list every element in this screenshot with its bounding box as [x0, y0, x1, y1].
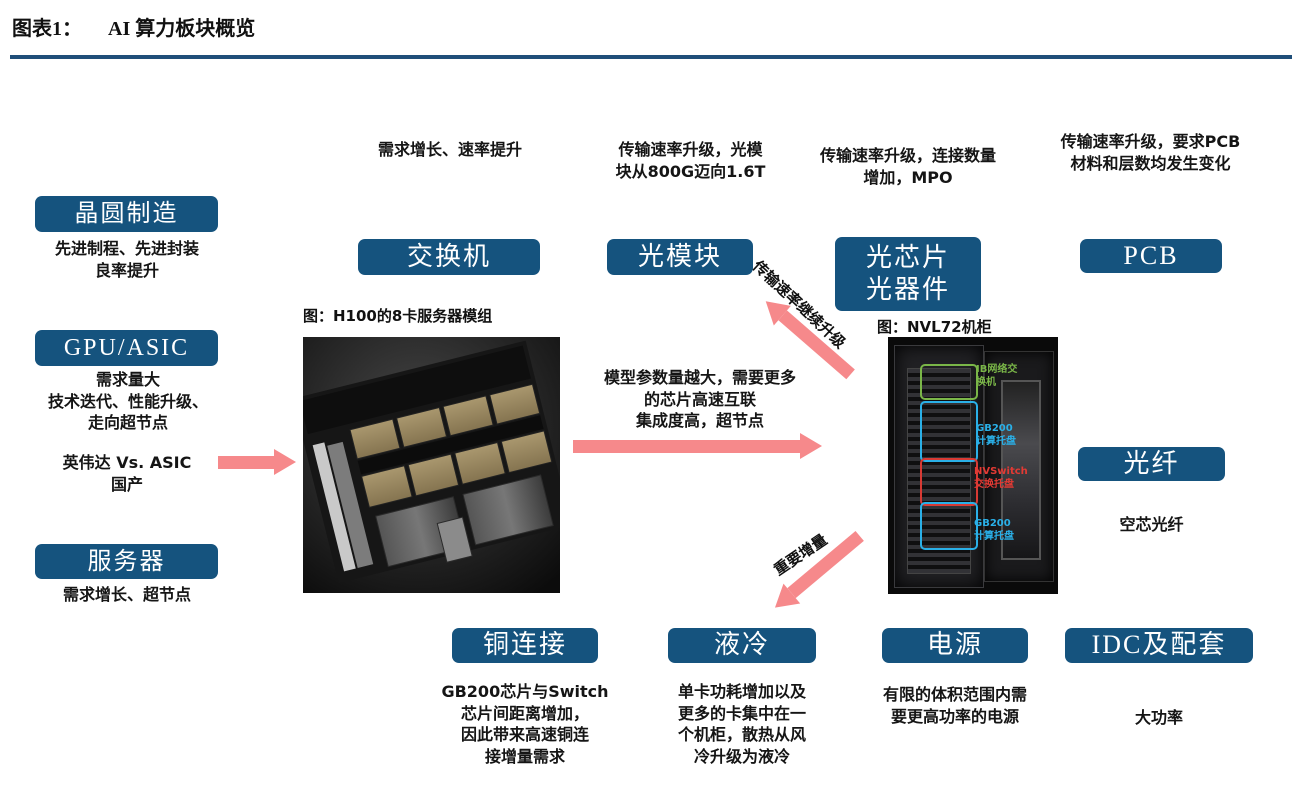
node-gpu-asic-box: GPU/ASIC: [35, 330, 218, 366]
node-switch-box: 交换机: [358, 239, 540, 275]
h100-board-illustration: [303, 337, 560, 593]
annotation-box-ib-switch: [920, 364, 978, 400]
figure-title: 图表1： AI 算力板块概览: [12, 12, 255, 41]
node-wafer-box: 晶圆制造: [35, 196, 218, 232]
annotation-box-nvswitch: [920, 458, 978, 506]
optical-chip-note: 传输速率升级，连接数量 增加，MPO: [819, 146, 996, 187]
node-server-box: 服务器: [35, 544, 218, 579]
annotation-box-gb200-bottom: [920, 502, 978, 550]
arrow-h100-to-nvl72: [573, 433, 822, 459]
h100-image-caption: 图：H100的8卡服务器模组: [303, 307, 493, 325]
nvl72-rack-image: IB网络交 换机 GB200 计算托盘 NVSwitch 交换托盘 GB200 …: [888, 337, 1058, 594]
nvl72-right-rack: [984, 351, 1054, 582]
node-fiber-box: 光纤: [1078, 447, 1225, 481]
fiber-desc: 空芯光纤: [1119, 515, 1184, 534]
power-desc: 有限的体积范围内需 要更高功率的电源: [882, 685, 1027, 726]
idc-desc: 大功率: [1134, 708, 1183, 727]
liquid-cooling-desc: 单卡功耗增加以及 更多的卡集中在一 个机柜，散热从风 冷升级为液冷: [677, 682, 806, 766]
gpu-desc-secondary: 英伟达 Vs. ASIC 国产: [62, 453, 192, 494]
gpu-desc: 需求量大 技术迭代、性能升级、 走向超节点: [47, 370, 208, 433]
figure-number: 图表1：: [12, 18, 82, 40]
node-copper-box: 铜连接: [452, 628, 598, 663]
node-optical-chip-box: 光芯片 光器件: [835, 237, 981, 311]
arrow-head-icon: [800, 433, 822, 459]
wafer-desc: 先进制程、先进封装 良率提升: [54, 239, 199, 280]
node-pcb-box: PCB: [1080, 239, 1222, 273]
rack-side-opening: [1001, 380, 1041, 560]
node-idc-box: IDC及配套: [1065, 628, 1253, 663]
annotation-box-gb200-top: [920, 401, 978, 462]
pcb-note: 传输速率升级，要求PCB 材料和层数均发生变化: [1060, 132, 1241, 173]
h100-server-module-image: [303, 337, 560, 593]
copper-desc: GB200芯片与Switch 芯片间距离增加， 因此带来高速铜连 接增量需求: [441, 682, 609, 766]
node-optical-module-box: 光模块: [607, 239, 753, 275]
center-note: 模型参数量越大，需要更多 的芯片高速互联 集成度高，超节点: [603, 368, 796, 431]
node-liquid-cooling-box: 液冷: [668, 628, 816, 663]
arrow-head-icon: [274, 449, 296, 475]
annotation-label-gb200-top: GB200 计算托盘: [976, 423, 1016, 447]
annotation-label-ib-switch: IB网络交 换机: [976, 364, 1018, 388]
server-desc: 需求增长、超节点: [62, 585, 191, 604]
arrow-gpu-to-h100: [218, 449, 296, 475]
nvl72-image-caption: 图：NVL72机柜: [877, 318, 992, 336]
switch-note: 需求增长、速率提升: [377, 140, 522, 159]
annotation-label-nvswitch: NVSwitch 交换托盘: [974, 466, 1028, 490]
annotation-label-gb200-bottom: GB200 计算托盘: [974, 518, 1014, 542]
figure-title-text: AI 算力板块概览: [108, 18, 256, 40]
nvl72-left-rack: [894, 345, 984, 588]
node-power-box: 电源: [882, 628, 1028, 663]
optical-module-note: 传输速率升级，光模 块从800G迈向1.6T: [615, 140, 766, 181]
title-rule: [10, 55, 1292, 59]
